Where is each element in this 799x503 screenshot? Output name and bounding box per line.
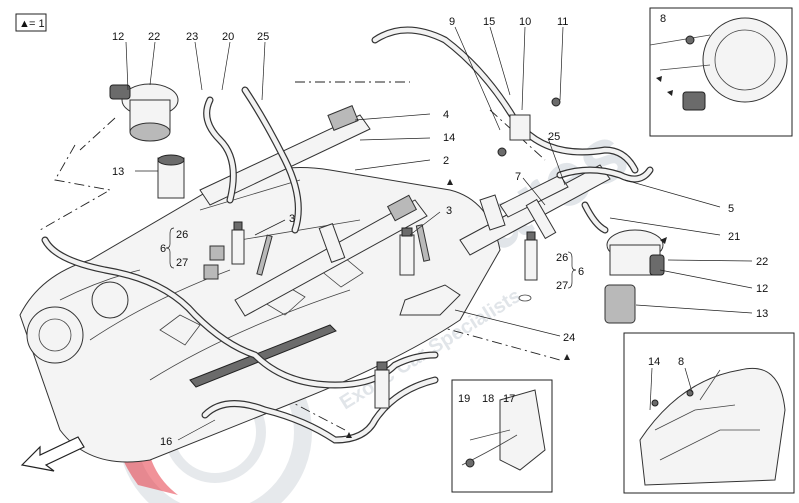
- part-label: 26: [556, 252, 568, 264]
- part-label: 25: [548, 131, 560, 143]
- part-label: 12: [756, 283, 768, 295]
- part-label: 22: [756, 256, 768, 268]
- part-label: 6: [578, 266, 584, 278]
- bolts: [256, 97, 561, 276]
- part-label: 16: [160, 436, 172, 448]
- part-label: 22: [148, 31, 160, 43]
- seals: [203, 245, 532, 302]
- part-label: 8: [660, 13, 666, 25]
- part-label: 5: [728, 203, 734, 215]
- reference-triangles: [346, 76, 673, 438]
- inset-detail-engine-bay: [623, 332, 795, 494]
- part-label: 27: [176, 257, 188, 269]
- part-label: 17: [503, 393, 515, 405]
- part-label: 9: [449, 16, 455, 28]
- part-label: 2: [443, 155, 449, 167]
- part-label: 20: [222, 31, 234, 43]
- injector: [399, 227, 415, 276]
- injector: [318, 223, 346, 263]
- legend-box: ▲ = 1: [15, 13, 47, 32]
- leader-lines: [125, 26, 753, 441]
- part-label: 23: [186, 31, 198, 43]
- part-label: 26: [176, 229, 188, 241]
- high-pressure-pump-right: [604, 229, 665, 324]
- part-label: 27: [556, 280, 568, 292]
- inset-detail-pump-bracket: [649, 7, 793, 137]
- injector: [374, 361, 390, 409]
- group-braces: [165, 227, 577, 289]
- part-label: 18: [482, 393, 494, 405]
- part-label: 4: [443, 109, 449, 121]
- part-label: 8: [678, 356, 684, 368]
- injector: [524, 231, 538, 281]
- brackets: [399, 114, 531, 316]
- part-label: 13: [756, 308, 768, 320]
- part-label: 3: [446, 205, 452, 217]
- inset-detail-sensor: [451, 379, 553, 493]
- part-label: 6: [160, 243, 166, 255]
- part-label: 14: [443, 132, 455, 144]
- part-label: 15: [483, 16, 495, 28]
- legend-symbol: ▲: [19, 18, 30, 30]
- part-label: 11: [557, 16, 568, 28]
- part-label: 12: [112, 31, 124, 43]
- part-label: 14: [648, 356, 660, 368]
- part-label: 3: [289, 213, 295, 225]
- injectors: [231, 198, 557, 409]
- injector: [231, 221, 245, 265]
- part-label: 10: [519, 16, 531, 28]
- part-label: 7: [515, 171, 521, 183]
- high-pressure-pump-left: [109, 83, 185, 199]
- injector: [525, 198, 557, 240]
- part-labels: 12 22 23 20 25 9 15 10 11 8 4 14 2 13 3 …: [112, 13, 768, 448]
- part-label: 19: [458, 393, 470, 405]
- part-label: 13: [112, 166, 124, 178]
- part-label: 25: [257, 31, 269, 43]
- part-label: 21: [728, 231, 740, 243]
- front-direction-arrow: [20, 436, 85, 472]
- legend-text: = 1: [29, 18, 45, 30]
- part-label: 24: [563, 332, 575, 344]
